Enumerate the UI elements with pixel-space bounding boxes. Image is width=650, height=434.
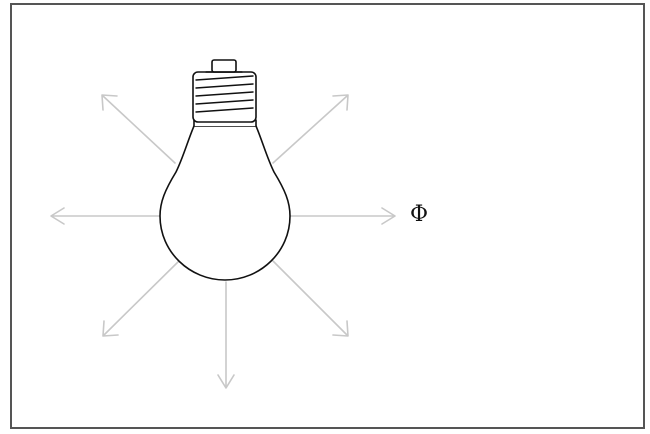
ray-arrow-down-right <box>270 258 348 336</box>
ray-arrow-down <box>218 282 234 388</box>
ray-arrow-down-left <box>103 258 182 336</box>
ray-arrow-up-left <box>102 95 175 163</box>
bulb-contact-tip <box>212 60 236 72</box>
flux-symbol-label: Φ <box>410 200 428 230</box>
ray-arrow-right <box>290 208 395 224</box>
bulb-glass <box>160 126 290 280</box>
ray-arrow-up-right <box>273 95 348 163</box>
ray-arrow-left <box>51 208 160 224</box>
light-bulb-icon <box>160 60 290 280</box>
